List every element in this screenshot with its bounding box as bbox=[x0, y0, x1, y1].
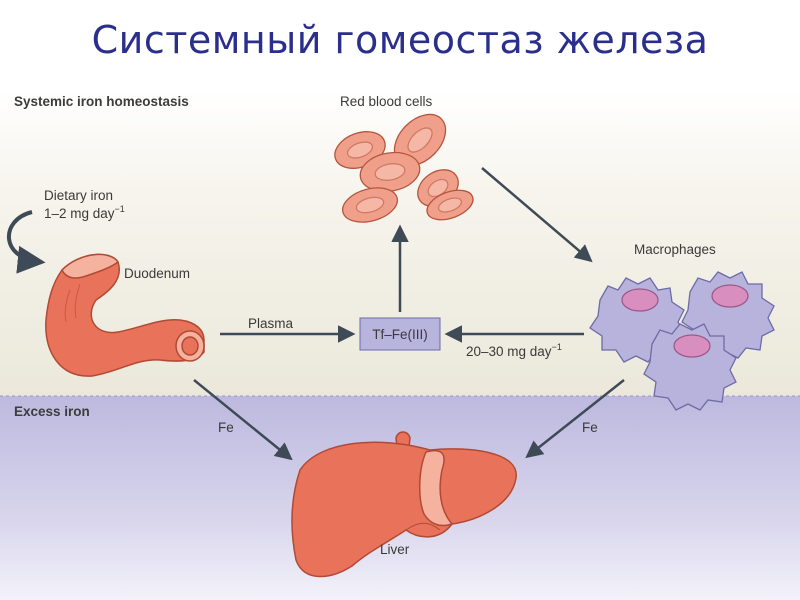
section-label-systemic: Systemic iron homeostasis bbox=[14, 94, 189, 109]
duodenum-shape bbox=[45, 253, 205, 377]
duodenum-label: Duodenum bbox=[124, 266, 190, 281]
rbc-to-macrophages-arrow bbox=[481, 167, 593, 263]
recycle-rate-label: 20–30 mg day−1 bbox=[466, 342, 562, 359]
dietary-iron-label: Dietary iron bbox=[44, 188, 113, 203]
fe-left-label: Fe bbox=[218, 420, 234, 435]
tf-fe-label: Tf–Fe(III) bbox=[372, 327, 428, 342]
plasma-label: Plasma bbox=[248, 316, 294, 331]
duodenum-to-liver-arrow bbox=[193, 379, 293, 461]
red-blood-cells-label: Red blood cells bbox=[340, 94, 433, 109]
dietary-intake-arrow bbox=[6, 210, 46, 274]
red-blood-cells bbox=[334, 113, 474, 223]
liver-shape bbox=[291, 431, 517, 578]
dietary-rate-label: 1–2 mg day−1 bbox=[44, 204, 125, 221]
section-label-excess: Excess iron bbox=[14, 404, 90, 419]
slide-title: Системный гомеостаз железа bbox=[91, 18, 709, 62]
fe-right-label: Fe bbox=[582, 420, 598, 435]
liver-label: Liver bbox=[380, 542, 410, 557]
tf-fe-box bbox=[359, 317, 441, 351]
macrophages bbox=[589, 271, 775, 411]
macrophages-to-liver-arrow bbox=[525, 379, 625, 459]
macrophages-label: Macrophages bbox=[634, 242, 716, 257]
